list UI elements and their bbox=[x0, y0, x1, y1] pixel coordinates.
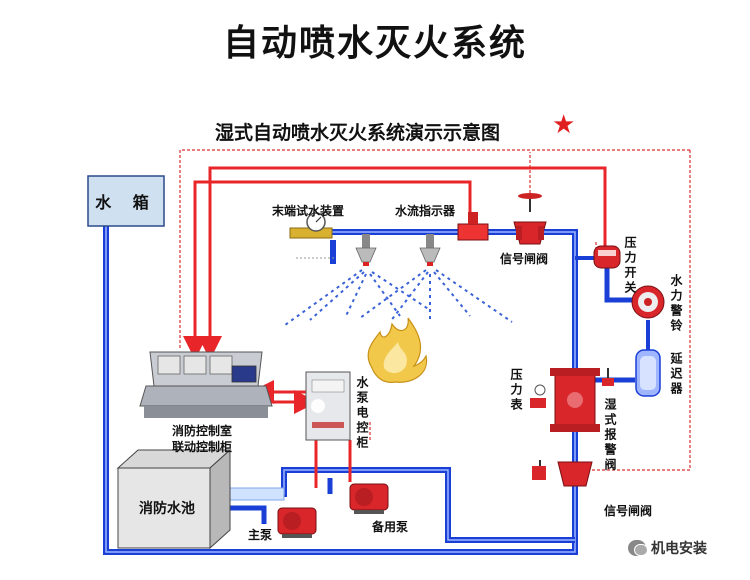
wet-alarm-valve-label: 湿式报警阀 bbox=[603, 398, 617, 473]
water-flow-indicator-label: 水流指示器 bbox=[395, 204, 456, 218]
water-spray bbox=[284, 269, 513, 326]
water-flow-indicator bbox=[457, 223, 489, 241]
pressure-gauge-label: 压力表 bbox=[509, 368, 523, 413]
end-test-device bbox=[289, 212, 336, 264]
pressure-switch-label: 压力开关 bbox=[623, 236, 637, 296]
water-tank bbox=[87, 175, 165, 227]
signal-gate-valve-bottom bbox=[532, 460, 593, 487]
water-motor-alarm-bell bbox=[631, 285, 665, 319]
sprinkler-2 bbox=[419, 234, 441, 266]
fire-pool-label: 消防水池 bbox=[139, 501, 195, 517]
sprinkler-1 bbox=[355, 234, 377, 266]
water-tank-label: 水 箱 bbox=[95, 193, 157, 212]
watermark-text: 机电安装 bbox=[651, 541, 707, 557]
pump-cabinet-label: 水泵电控柜 bbox=[355, 376, 369, 451]
main-pump bbox=[277, 507, 317, 538]
signal-gate-valve-top bbox=[513, 193, 547, 245]
retard-chamber-label: 延迟器 bbox=[669, 352, 683, 397]
fire-control-room-label: 消防控制室 bbox=[172, 424, 233, 438]
standby-pump bbox=[349, 483, 389, 514]
wet-alarm-valve bbox=[530, 368, 614, 432]
signal-valve-bottom-label: 信号闸阀 bbox=[604, 504, 653, 518]
pump-control-cabinet bbox=[305, 371, 351, 441]
page-title: 自动喷水灭火系统 bbox=[222, 23, 527, 64]
end-test-device-label: 末端试水装置 bbox=[272, 204, 345, 218]
watermark: 机电安装 bbox=[628, 537, 707, 559]
signal-valve-top-label: 信号闸阀 bbox=[500, 252, 549, 266]
standby-pump-label: 备用泵 bbox=[372, 520, 409, 534]
fire-icon bbox=[367, 317, 428, 383]
fire-control-console bbox=[139, 351, 273, 418]
dashed-signal-wiring bbox=[179, 149, 691, 471]
alarm-bell-label: 水力警铃 bbox=[669, 274, 683, 334]
flow-indicator-head bbox=[468, 212, 478, 224]
diagram-subtitle: 湿式自动喷水灭火系统演示示意图 bbox=[215, 122, 501, 144]
fire-pool bbox=[116, 448, 232, 550]
wechat-icon bbox=[628, 540, 648, 556]
main-pump-label: 主泵 bbox=[248, 528, 273, 542]
retard-chamber bbox=[635, 349, 661, 397]
pressure-switch bbox=[593, 245, 621, 269]
linkage-cabinet-label: 联动控制柜 bbox=[172, 440, 233, 454]
star-icon: ★ bbox=[552, 110, 576, 140]
